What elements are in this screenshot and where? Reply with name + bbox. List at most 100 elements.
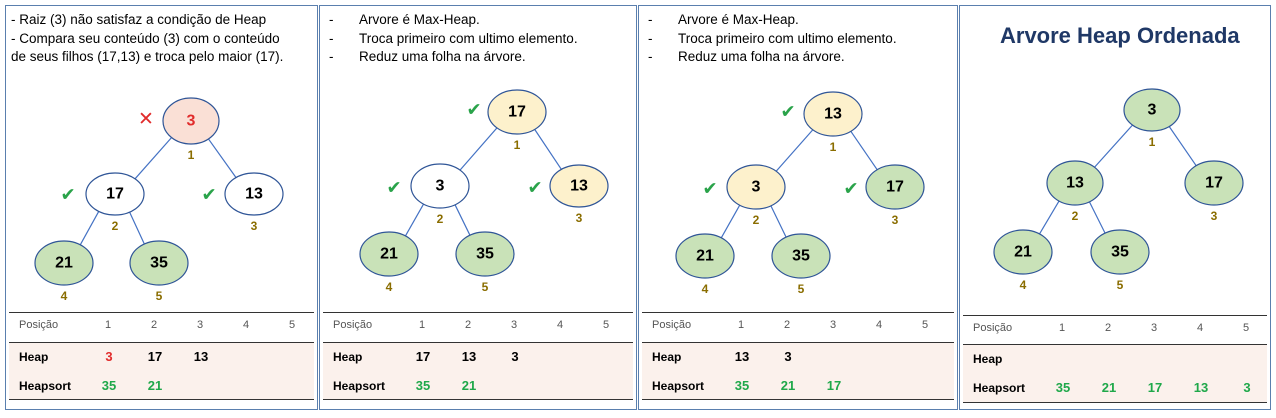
note-line: - Raiz (3) não satisfaz a condição de He… bbox=[11, 12, 267, 27]
tree-node bbox=[85, 172, 145, 216]
node-index: 3 bbox=[892, 213, 899, 227]
node-value: 35 bbox=[792, 248, 810, 265]
node-value: 13 bbox=[1066, 175, 1084, 192]
table-top-rule bbox=[642, 312, 954, 313]
heapsort-row-label: Heapsort bbox=[973, 381, 1026, 395]
table-header-position: 1 bbox=[105, 319, 112, 331]
note-line: Troca primeiro com ultimo elemento. bbox=[329, 30, 578, 49]
table-header-label: Posição bbox=[19, 319, 59, 331]
tree-node bbox=[34, 240, 94, 286]
table-body bbox=[323, 342, 633, 399]
table-header-position: 3 bbox=[830, 319, 837, 331]
table-body bbox=[963, 344, 1267, 402]
heap-row-label: Heap bbox=[19, 350, 49, 364]
panel-4 bbox=[959, 5, 1271, 410]
node-value: 17 bbox=[886, 179, 904, 196]
check-icon: ✔ bbox=[527, 178, 542, 199]
node-value: 21 bbox=[696, 248, 714, 265]
table-bottom-rule bbox=[323, 399, 633, 400]
table-header-position: 1 bbox=[419, 319, 426, 331]
tree-edge bbox=[849, 129, 879, 172]
table-bottom-rule bbox=[9, 399, 314, 400]
node-index: 2 bbox=[112, 219, 119, 233]
note-line: de seus filhos (17,13) e troca pelo maio… bbox=[11, 49, 284, 64]
heapsort-cell: 35 bbox=[734, 378, 750, 393]
node-index: 2 bbox=[437, 212, 444, 226]
table-header-position: 2 bbox=[151, 319, 158, 331]
heapsort-cell: 21 bbox=[147, 378, 163, 393]
tree-edge bbox=[404, 202, 425, 238]
heapsort-cell: 21 bbox=[780, 378, 796, 393]
node-index: 4 bbox=[1020, 278, 1027, 292]
tree-edge bbox=[458, 126, 499, 172]
tree-node bbox=[224, 172, 284, 216]
table-header-rule bbox=[323, 342, 633, 343]
tree-edge bbox=[1092, 123, 1135, 170]
heapsort-row-label: Heapsort bbox=[19, 379, 72, 393]
heapsort-cell: 21 bbox=[461, 378, 477, 393]
check-icon: ✔ bbox=[466, 100, 481, 121]
heap-cell: 3 bbox=[105, 349, 113, 364]
table-header-rule bbox=[9, 342, 314, 343]
tree-node bbox=[487, 89, 547, 135]
node-index: 5 bbox=[798, 282, 805, 296]
heapsort-cell: 35 bbox=[101, 378, 117, 393]
table-header-position: 1 bbox=[1059, 322, 1066, 334]
node-index: 1 bbox=[514, 138, 521, 152]
tree-edge bbox=[78, 209, 101, 247]
check-icon: ✔ bbox=[60, 185, 75, 206]
panel-notes: Arvore é Max-Heap.Troca primeiro com ult… bbox=[648, 11, 897, 67]
node-value: 35 bbox=[150, 255, 168, 272]
check-icon: ✔ bbox=[780, 102, 795, 123]
table-top-rule bbox=[9, 312, 314, 313]
tree-node bbox=[162, 97, 220, 145]
node-value: 17 bbox=[508, 104, 526, 121]
table-header-position: 5 bbox=[603, 319, 610, 331]
table-header-position: 2 bbox=[465, 319, 472, 331]
node-index: 4 bbox=[61, 289, 68, 303]
tree-edge bbox=[453, 203, 472, 237]
check-icon: ✔ bbox=[702, 179, 717, 200]
table-header-position: 3 bbox=[1151, 322, 1158, 334]
heapsort-row-label: Heapsort bbox=[652, 379, 705, 393]
check-icon: ✔ bbox=[843, 179, 858, 200]
panel-title: Arvore Heap Ordenada bbox=[1000, 23, 1240, 48]
heap-row-label: Heap bbox=[652, 350, 682, 364]
tree-node bbox=[1046, 160, 1104, 206]
node-index: 4 bbox=[386, 280, 393, 294]
table-header-position: 4 bbox=[557, 319, 564, 331]
node-value: 35 bbox=[476, 246, 494, 263]
tree-edge bbox=[1167, 124, 1198, 168]
tree-node bbox=[803, 91, 863, 137]
node-value: 17 bbox=[1205, 175, 1223, 192]
tree-node bbox=[675, 233, 735, 279]
note-line: Troca primeiro com ultimo elemento. bbox=[648, 30, 897, 49]
heap-row-label: Heap bbox=[973, 352, 1003, 366]
tree-edge bbox=[133, 135, 174, 181]
heapsort-cell: 3 bbox=[1243, 380, 1251, 395]
heapsort-cell: 35 bbox=[1055, 380, 1071, 395]
tree-node bbox=[726, 164, 786, 210]
node-value: 21 bbox=[380, 246, 398, 263]
note-line: - Compara seu conteúdo (3) com o conteúd… bbox=[11, 30, 280, 46]
table-header-rule bbox=[963, 344, 1267, 345]
heap-cell: 3 bbox=[511, 349, 519, 364]
table-body bbox=[642, 342, 954, 399]
panel-notes: Arvore é Max-Heap.Troca primeiro com ult… bbox=[329, 11, 578, 67]
node-index: 1 bbox=[830, 140, 837, 154]
table-header-position: 3 bbox=[197, 319, 204, 331]
table-header-label: Posição bbox=[652, 319, 692, 331]
table-header-label: Posição bbox=[973, 322, 1013, 334]
heapsort-cell: 13 bbox=[1193, 380, 1209, 395]
tree-node bbox=[993, 229, 1053, 275]
tree-edge bbox=[128, 210, 146, 246]
tree-edge bbox=[206, 137, 238, 180]
heapsort-row-label: Heapsort bbox=[333, 379, 386, 393]
node-value: 17 bbox=[106, 186, 124, 203]
node-index: 5 bbox=[482, 280, 489, 294]
tree-edge bbox=[719, 203, 742, 240]
node-value: 3 bbox=[1148, 102, 1157, 119]
table-header-label: Posição bbox=[333, 319, 373, 331]
tree-node bbox=[1090, 229, 1150, 275]
